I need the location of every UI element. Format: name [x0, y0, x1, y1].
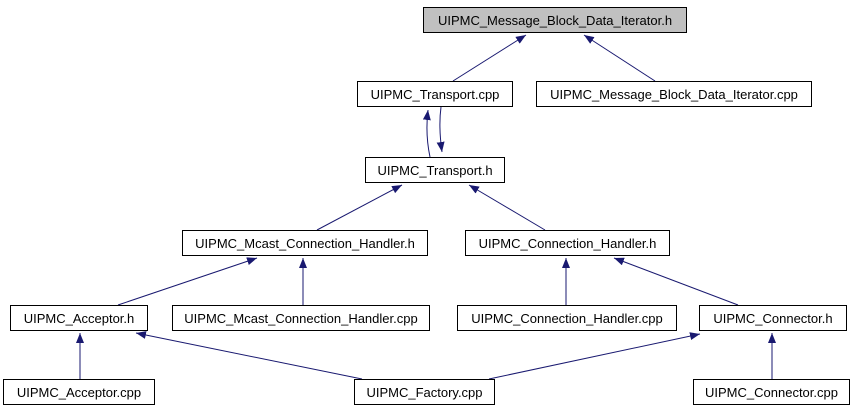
node-uipmc-message-block-data-iterator-cpp[interactable]: UIPMC_Message_Block_Data_Iterator.cpp — [536, 81, 812, 107]
edge-acceptor_h-to-mcast_ch_h — [117, 257, 258, 306]
edge-ch_h-to-transport_h — [468, 184, 546, 231]
edge-factory_cpp-to-connector_h — [488, 332, 701, 380]
node-uipmc-message-block-data-iterator-h: UIPMC_Message_Block_Data_Iterator.h — [423, 7, 687, 33]
node-uipmc-connector-h[interactable]: UIPMC_Connector.h — [699, 305, 847, 331]
edge-transport_cpp-to-transport_h — [436, 106, 445, 153]
edge-transport_h-to-transport_cpp — [422, 109, 431, 158]
node-uipmc-acceptor-h[interactable]: UIPMC_Acceptor.h — [10, 305, 148, 331]
node-uipmc-factory-cpp[interactable]: UIPMC_Factory.cpp — [354, 379, 495, 405]
node-uipmc-transport-cpp[interactable]: UIPMC_Transport.cpp — [357, 81, 513, 107]
edge-factory_cpp-to-acceptor_h — [135, 331, 363, 380]
edge-mbdi_cpp-to-mbdi_h — [583, 34, 656, 82]
node-uipmc-connection-handler-cpp[interactable]: UIPMC_Connection_Handler.cpp — [457, 305, 677, 331]
node-uipmc-mcast-connection-handler-h[interactable]: UIPMC_Mcast_Connection_Handler.h — [182, 230, 428, 256]
node-uipmc-mcast-connection-handler-cpp[interactable]: UIPMC_Mcast_Connection_Handler.cpp — [172, 305, 430, 331]
edge-mcast_ch_h-to-transport_h — [316, 184, 403, 231]
edge-connector_h-to-ch_h — [613, 257, 739, 306]
node-uipmc-transport-h[interactable]: UIPMC_Transport.h — [365, 157, 505, 183]
node-uipmc-connection-handler-h[interactable]: UIPMC_Connection_Handler.h — [465, 230, 670, 256]
node-uipmc-acceptor-cpp[interactable]: UIPMC_Acceptor.cpp — [3, 379, 155, 405]
node-uipmc-connector-cpp[interactable]: UIPMC_Connector.cpp — [693, 379, 850, 405]
edge-transport_cpp-to-mbdi_h — [452, 34, 527, 82]
